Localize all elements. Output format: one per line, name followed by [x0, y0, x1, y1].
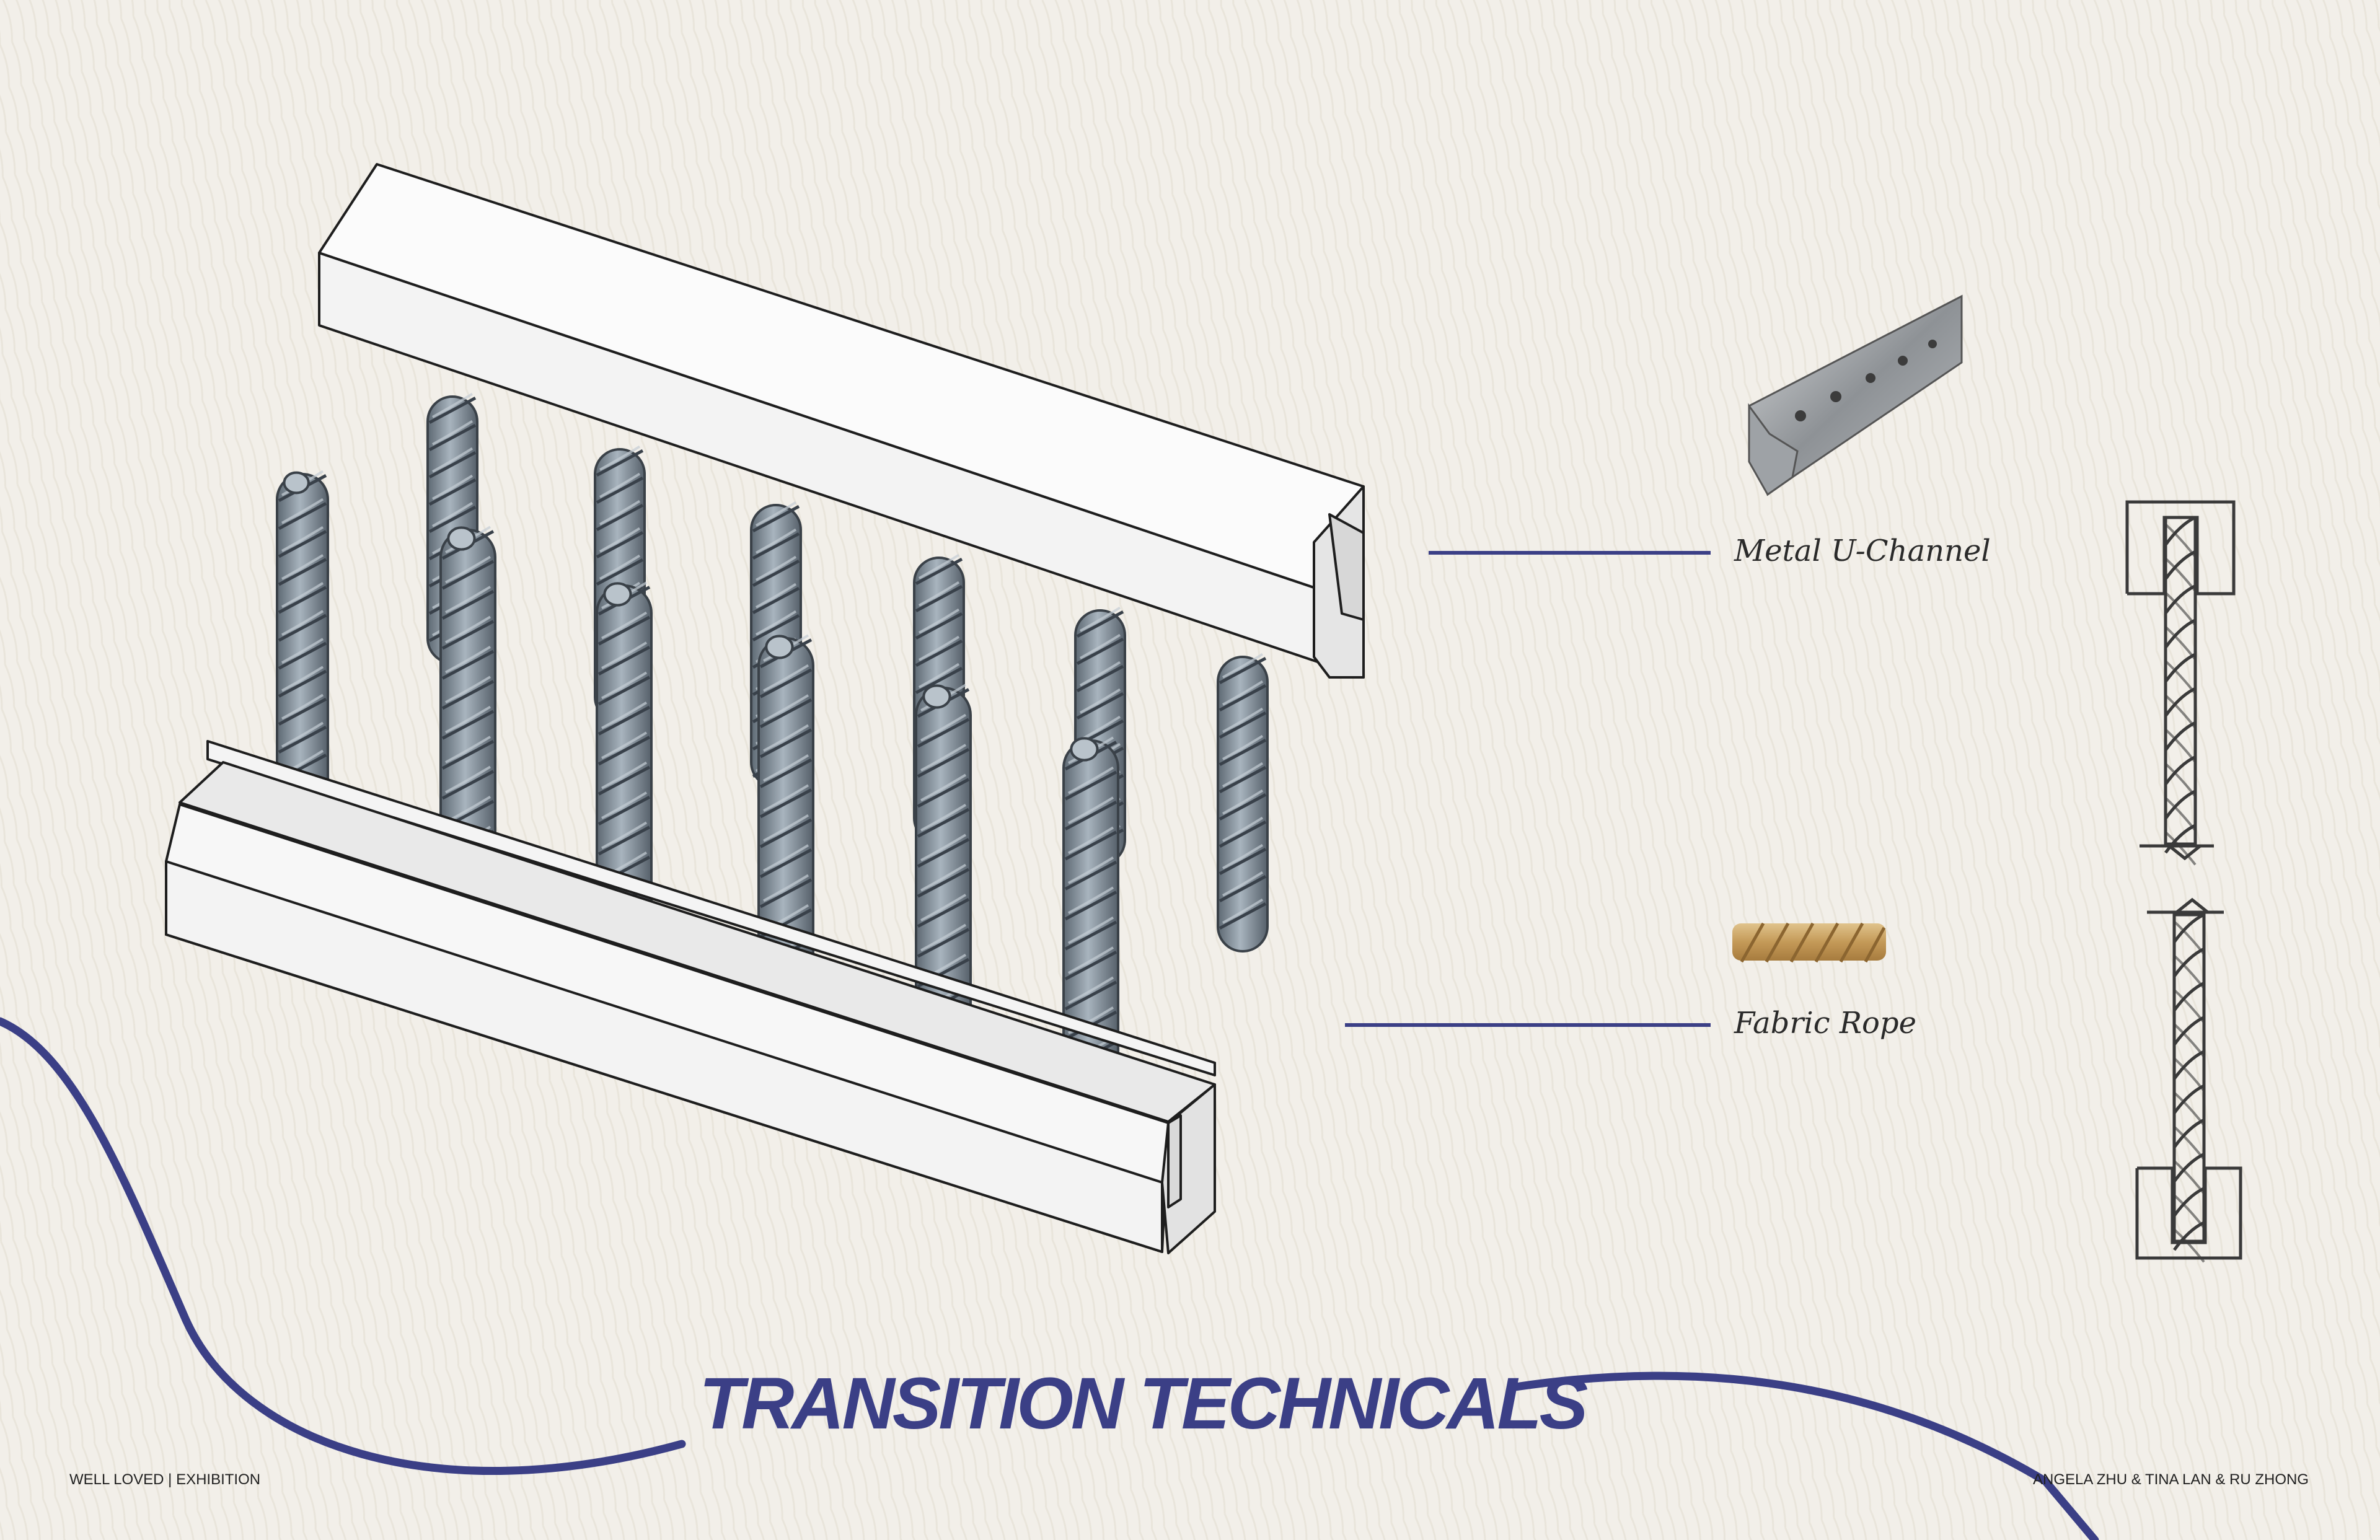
- rope-front-4: [757, 634, 814, 1002]
- section-detail-bottom: [2135, 897, 2242, 1263]
- accent-curve-right: [1511, 1371, 2099, 1540]
- footer-right: ANGELA ZHU & TINA LAN & RU ZHONG: [2033, 1471, 2309, 1488]
- u-channel-photo-icon: [1748, 294, 1963, 496]
- page-title: TRANSITION TECHNICALS: [699, 1363, 1588, 1445]
- top-u-channel: [318, 163, 1365, 679]
- accent-curve-left: [0, 1017, 686, 1475]
- rope-photo-icon: [1732, 922, 1886, 963]
- bottom-u-channel: [165, 740, 1216, 1254]
- rope-front-6: [1062, 736, 1119, 1101]
- channel-label: Metal U-Channel: [1734, 534, 1991, 568]
- footer-left: WELL LOVED | EXHIBITION: [69, 1471, 260, 1488]
- section-detail-top: [2125, 500, 2236, 866]
- rope-front-3: [596, 581, 653, 946]
- rope-back-6: [1217, 653, 1269, 953]
- rope-label: Fabric Rope: [1734, 1006, 1916, 1041]
